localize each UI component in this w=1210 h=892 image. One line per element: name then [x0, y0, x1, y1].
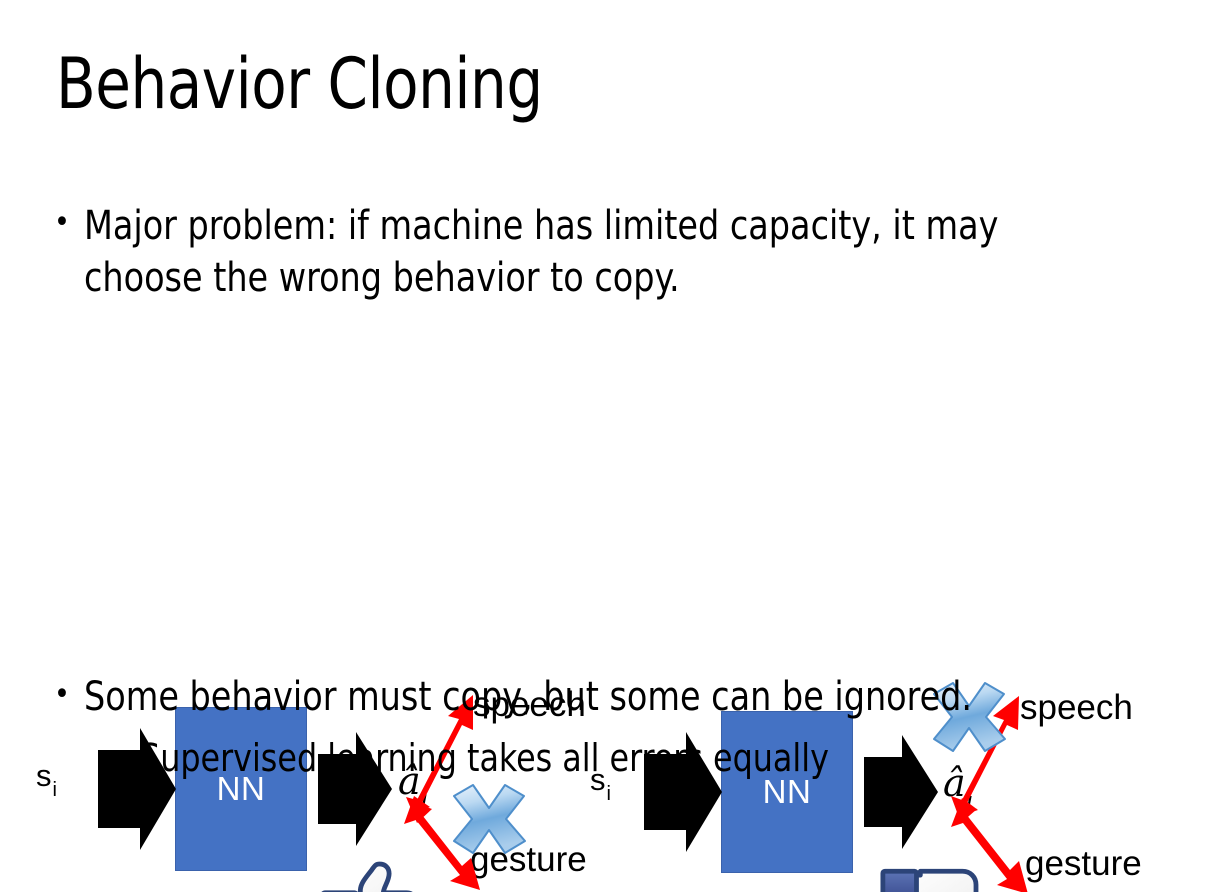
input-arrow-right — [644, 732, 722, 852]
branch-arrow-gesture-right — [951, 798, 1028, 892]
input-arrow-left — [98, 728, 176, 850]
state-label-left: si — [36, 758, 57, 802]
bullet-marker-icon: • — [54, 205, 70, 240]
output-arrow-right — [864, 735, 938, 849]
cross-out-gesture-left — [453, 784, 526, 854]
action-symbol-right: â — [943, 761, 966, 805]
thumbs-up-icon — [321, 861, 413, 892]
branch-arrow-gesture-left — [404, 796, 480, 890]
state-symbol-left: s — [36, 758, 52, 793]
state-subscript-right: i — [606, 783, 611, 806]
bullet-major-problem-text: Major problem: if machine has limited ca… — [83, 203, 999, 301]
bullet-marker-icon: • — [112, 739, 127, 772]
thumbs-down-icon — [880, 868, 979, 892]
branch-label-gesture-right: gesture — [1025, 844, 1142, 883]
branch-label-gesture-left: gesture — [470, 840, 587, 879]
bullet-major-problem: • Major problem: if machine has limited … — [54, 200, 1114, 304]
state-subscript-left: i — [52, 779, 57, 802]
bullet-supervised-learning: • Supervised learning takes all errors e… — [112, 734, 1172, 782]
nn-box-label-left: NN — [216, 770, 266, 807]
diagram-left-correct-copy: si NN Actor âi speech gesture — [0, 330, 620, 892]
diagram-right-wrong-copy: si NN Actor âi speech gesture — [570, 330, 1210, 892]
output-arrow-left — [318, 732, 392, 846]
nn-box-left: NN — [175, 707, 307, 871]
actor-caption-right: Actor — [741, 889, 816, 892]
cross-out-speech-right — [933, 682, 1006, 752]
action-symbol-left: â — [398, 759, 421, 803]
page-title: Behavior Cloning — [56, 43, 543, 125]
action-label-right: âi — [943, 761, 974, 813]
nn-box-right: NN — [721, 711, 853, 873]
state-symbol-right: s — [590, 762, 606, 797]
branch-arrow-speech-left — [406, 695, 473, 823]
state-label-right: si — [590, 762, 611, 806]
bullet-some-behavior: • Some behavior must copy, but some can … — [54, 672, 1164, 722]
branch-arrow-speech-right — [951, 696, 1019, 823]
actor-caption-left: Actor — [196, 887, 271, 892]
branch-label-speech-left: speech — [473, 685, 586, 724]
nn-box-label-right: NN — [762, 773, 812, 810]
branch-label-speech-right: speech — [1020, 688, 1133, 727]
action-label-left: âi — [398, 759, 429, 811]
bullet-some-behavior-text: Some behavior must copy, but some can be… — [83, 674, 973, 720]
action-subscript-left: i — [420, 783, 429, 813]
action-subscript-right: i — [965, 785, 974, 815]
bullet-marker-icon: • — [54, 677, 70, 712]
bullet-supervised-learning-text: Supervised learning takes all errors equ… — [139, 736, 829, 780]
